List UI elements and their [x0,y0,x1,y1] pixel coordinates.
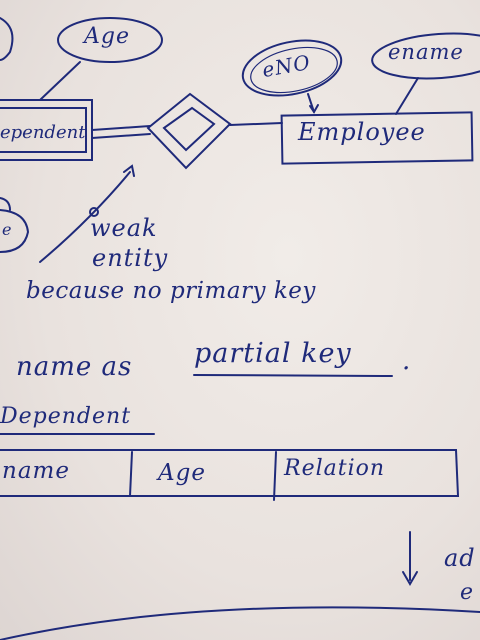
table-title: Dependent [0,404,132,429]
attribute-ellipse-age [57,17,163,63]
attribute-label-left: e [2,220,13,239]
identifying-line-b [91,133,151,139]
side-note-2: e [460,580,475,605]
table-column-name: name [2,458,70,484]
identifying-relationship-outer [146,92,232,170]
table-outline [0,449,460,497]
attribute-ellipse-left-top [0,17,14,61]
relationship-to-employee [229,122,283,126]
note-weak: weak [90,214,158,242]
partial-key-underline [193,374,393,377]
bottom-curve [0,606,480,640]
ename-connector [395,77,419,115]
note-because: because no primary key [26,278,316,304]
note-partial-suffix: . [402,346,412,376]
age-connector [39,61,81,101]
identifying-relationship-inner [162,106,216,152]
table-divider-2 [273,451,277,501]
note-partial-prefix: name as [16,352,133,382]
note-entity: entity [92,244,169,272]
weak-entity-label: ependent [0,122,86,143]
table-column-relation: Relation [284,456,386,481]
identifying-line-a [91,125,151,131]
annotation-arrow [39,171,131,263]
employee-entity-box [280,111,474,165]
table-divider-1 [129,451,133,497]
table-column-age: Age [158,460,206,486]
attribute-label-ename: ename [388,40,464,64]
entity-label-employee: Employee [298,118,426,146]
attribute-ellipse-left-bottom [0,209,30,253]
weak-entity-inner [0,107,87,153]
attribute-ellipse-eno [241,39,343,97]
note-partial-key: partial key [194,338,352,369]
attribute-ellipse-ename [371,32,480,80]
side-note-1: ad [444,544,476,572]
attribute-label-age: Age [84,24,130,49]
